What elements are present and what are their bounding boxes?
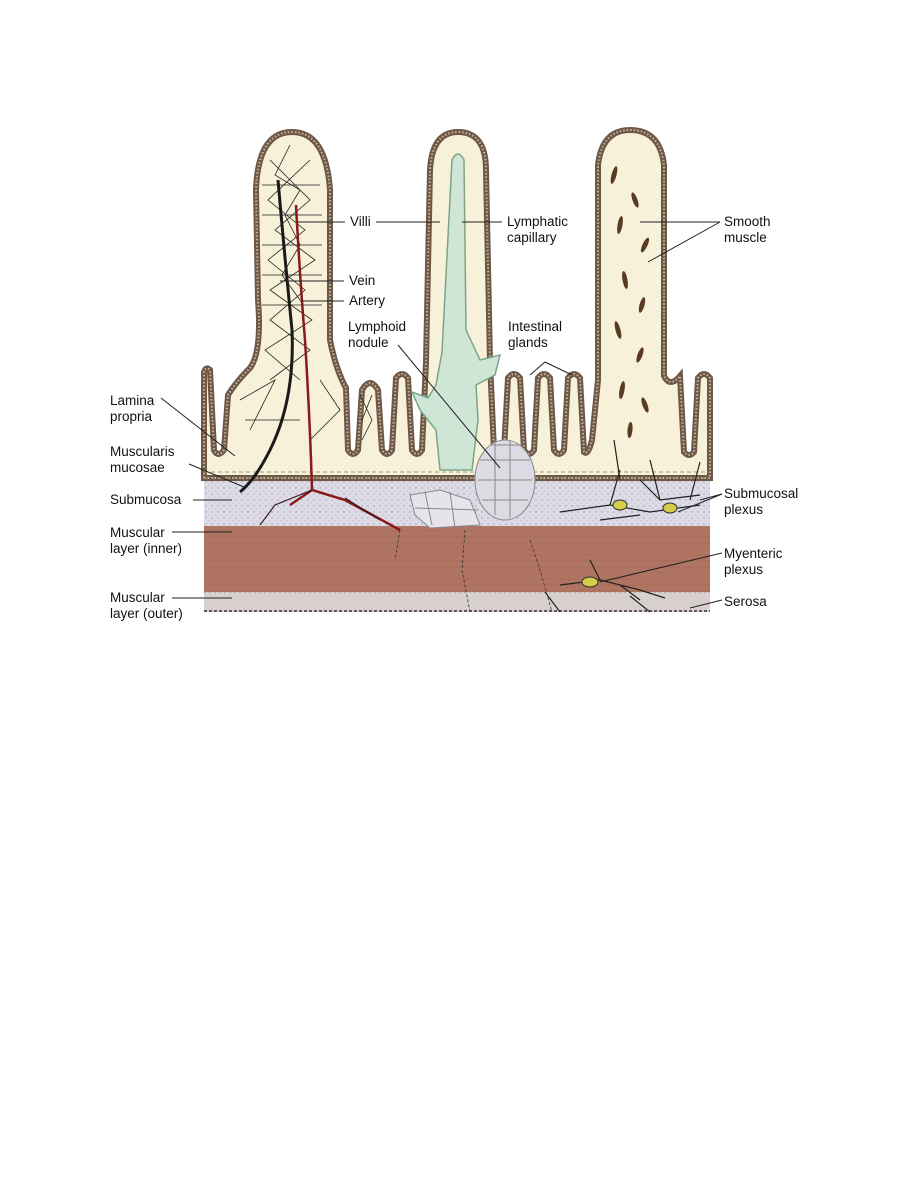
label-intestinal-glands: Intestinal glands xyxy=(508,319,563,350)
label-smooth-muscle: Smooth muscle xyxy=(724,214,771,245)
label-muscular-outer: Muscular layer (outer) xyxy=(110,590,183,621)
label-muscularis-mucosae: Muscularis mucosae xyxy=(110,444,175,475)
label-artery: Artery xyxy=(349,293,386,308)
lymphatic-capillary xyxy=(410,153,502,471)
label-submucosal-plexus: Submucosal plexus xyxy=(724,486,799,517)
myenteric-plexus-shape xyxy=(544,559,666,613)
smooth-muscle-cells xyxy=(610,166,650,438)
lymphoid-nodule xyxy=(409,439,536,529)
label-lamina-propria: Lamina propria xyxy=(110,393,155,424)
leader-lines xyxy=(160,221,723,609)
label-vein: Vein xyxy=(349,273,376,288)
label-lymphatic-capillary: Lymphatic capillary xyxy=(507,214,569,245)
label-lymphoid-nodule: Lymphoid nodule xyxy=(348,319,407,350)
serosa-layer xyxy=(204,590,710,612)
vein xyxy=(239,179,294,494)
label-submucosa: Submucosa xyxy=(110,492,182,507)
label-muscular-inner: Muscular layer (inner) xyxy=(110,525,183,556)
artery xyxy=(289,204,401,532)
label-myenteric-plexus: Myenteric plexus xyxy=(724,546,783,577)
label-villi: Villi xyxy=(350,214,371,229)
label-serosa: Serosa xyxy=(724,594,767,609)
submucosal-plexus-shape xyxy=(559,439,701,521)
